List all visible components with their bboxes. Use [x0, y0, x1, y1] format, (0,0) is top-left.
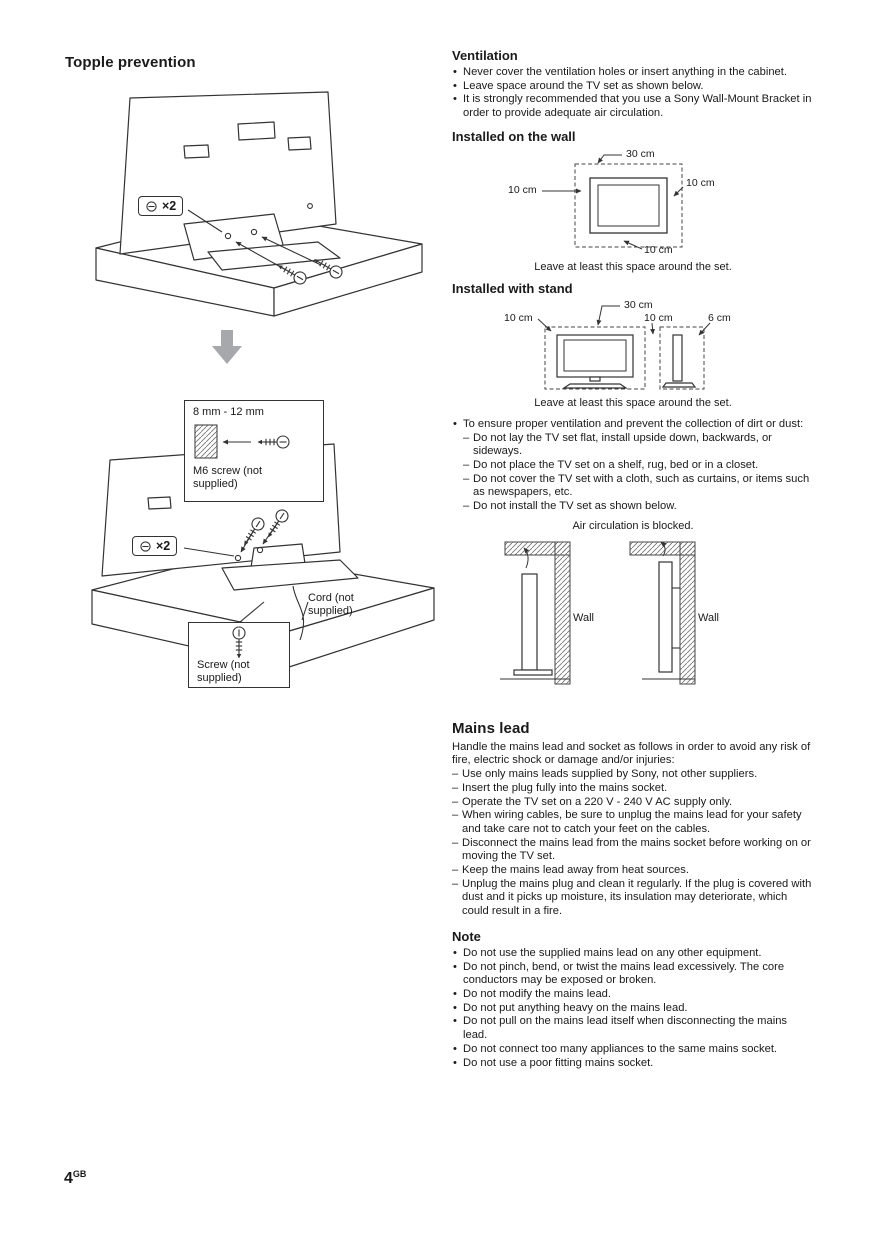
measure-middle: 10 cm — [644, 311, 673, 324]
page-region-suffix: GB — [72, 1169, 87, 1179]
wall-label: Wall — [573, 611, 594, 624]
mains-list: Use only mains leads supplied by Sony, n… — [452, 768, 814, 919]
measure-left: 10 cm — [508, 183, 537, 196]
note-list: Do not use the supplied mains lead on an… — [452, 947, 814, 1070]
measure-left: 10 cm — [504, 311, 533, 324]
right-column: Ventilation Never cover the ventilation … — [452, 48, 814, 1070]
measure-top: 30 cm — [624, 298, 653, 311]
installed-stand-heading: Installed with stand — [452, 280, 573, 296]
bullet-item: Never cover the ventilation holes or ins… — [452, 66, 814, 80]
bullet-item: Do not put anything heavy on the mains l… — [452, 1002, 814, 1016]
topple-figure-2: 8 mm - 12 mm M6 screw (not supplied) ×2 … — [88, 390, 440, 692]
screw-quantity-badge: ×2 — [138, 196, 184, 216]
wall-clearance-drawing — [542, 154, 684, 250]
mains-intro: Handle the mains lead and socket as foll… — [452, 740, 811, 767]
bullet-item: Do not use the supplied mains lead on an… — [452, 947, 814, 961]
dash-item: Unplug the mains plug and clean it regul… — [452, 878, 814, 919]
tv-back-illustration — [95, 91, 423, 317]
dash-item: Do not cover the TV set with a cloth, su… — [463, 473, 814, 500]
measure-right: 6 cm — [708, 311, 731, 324]
screw-icon — [146, 200, 157, 212]
ensure-sublist: Do not lay the TV set flat, install upsi… — [463, 432, 814, 514]
screw-quantity-label: ×2 — [162, 199, 177, 213]
topple-prevention-heading: Topple prevention — [65, 54, 196, 71]
ventilation-heading: Ventilation — [452, 48, 518, 63]
blocked-circulation-drawing — [500, 541, 696, 685]
stand-clearance-drawing — [537, 305, 711, 390]
screw-quantity-badge: ×2 — [132, 536, 178, 556]
bullet-item: Do not modify the mains lead. — [452, 988, 814, 1002]
ventilation-list: Never cover the ventilation holes or ins… — [452, 66, 814, 121]
screw-quantity-label: ×2 — [156, 539, 171, 553]
wall-clearance-diagram: 30 cm 10 cm 10 cm 10 cm — [452, 147, 814, 259]
page-number: 4GB — [64, 1169, 87, 1188]
screw-label: Screw (not supplied) — [197, 659, 250, 684]
dash-item: Do not lay the TV set flat, install upsi… — [463, 432, 814, 459]
screw-depth-diagram — [194, 424, 290, 459]
topple-figure-1: ×2 — [88, 86, 428, 324]
mains-lead-heading: Mains lead — [452, 719, 530, 737]
bullet-item: It is strongly recommended that you use … — [452, 93, 814, 120]
ensure-intro: To ensure proper ventilation and prevent… — [463, 417, 804, 430]
dash-item: Do not place the TV set on a shelf, rug,… — [463, 459, 814, 473]
bullet-item: Do not connect too many appliances to th… — [452, 1043, 814, 1057]
m6-screw-label: M6 screw (not supplied) — [193, 465, 263, 490]
bullet-item: Do not pinch, bend, or twist the mains l… — [452, 961, 814, 988]
dash-item: Keep the mains lead away from heat sourc… — [452, 864, 814, 878]
dash-item: Operate the TV set on a 220 V - 240 V AC… — [452, 796, 814, 810]
measure-right: 10 cm — [686, 176, 715, 189]
wall-caption: Leave at least this space around the set… — [534, 260, 732, 273]
dash-item: Use only mains leads supplied by Sony, n… — [452, 768, 814, 782]
bullet-item: To ensure proper ventilation and prevent… — [452, 418, 814, 514]
bullet-item: Do not use a poor fitting mains socket. — [452, 1057, 814, 1071]
screw-diagram — [232, 626, 246, 660]
ensure-list: To ensure proper ventilation and prevent… — [452, 418, 814, 514]
installed-wall-heading: Installed on the wall — [452, 128, 576, 144]
bullet-item: Leave space around the TV set as shown b… — [452, 80, 814, 94]
blocked-caption: Air circulation is blocked. — [572, 519, 694, 532]
measure-bottom: 10 cm — [644, 243, 673, 256]
note-heading: Note — [452, 928, 481, 944]
wall-label: Wall — [698, 611, 719, 624]
measure-top: 30 cm — [626, 147, 655, 160]
dash-item: Insert the plug fully into the mains soc… — [452, 782, 814, 796]
bullet-item: Do not pull on the mains lead itself whe… — [452, 1015, 814, 1042]
stand-caption: Leave at least this space around the set… — [534, 396, 732, 409]
screw-size-label: 8 mm - 12 mm — [193, 406, 264, 418]
blocked-circulation-diagram: Air circulation is blocked. — [452, 520, 814, 708]
dash-item: Do not install the TV set as shown below… — [463, 500, 814, 514]
page-number-value: 4 — [64, 1170, 73, 1187]
down-arrow-icon — [212, 330, 242, 364]
dash-item: Disconnect the mains lead from the mains… — [452, 837, 814, 864]
dash-item: When wiring cables, be sure to unplug th… — [452, 809, 814, 836]
screw-icon — [140, 540, 151, 552]
stand-clearance-diagram: 30 cm 10 cm 10 cm 6 cm — [452, 299, 814, 395]
screw-size-callout: 8 mm - 12 mm M6 screw (not supplied) — [184, 400, 324, 502]
screw-callout: Screw (not supplied) — [188, 622, 290, 688]
cord-label: Cord (not supplied) — [308, 592, 354, 617]
